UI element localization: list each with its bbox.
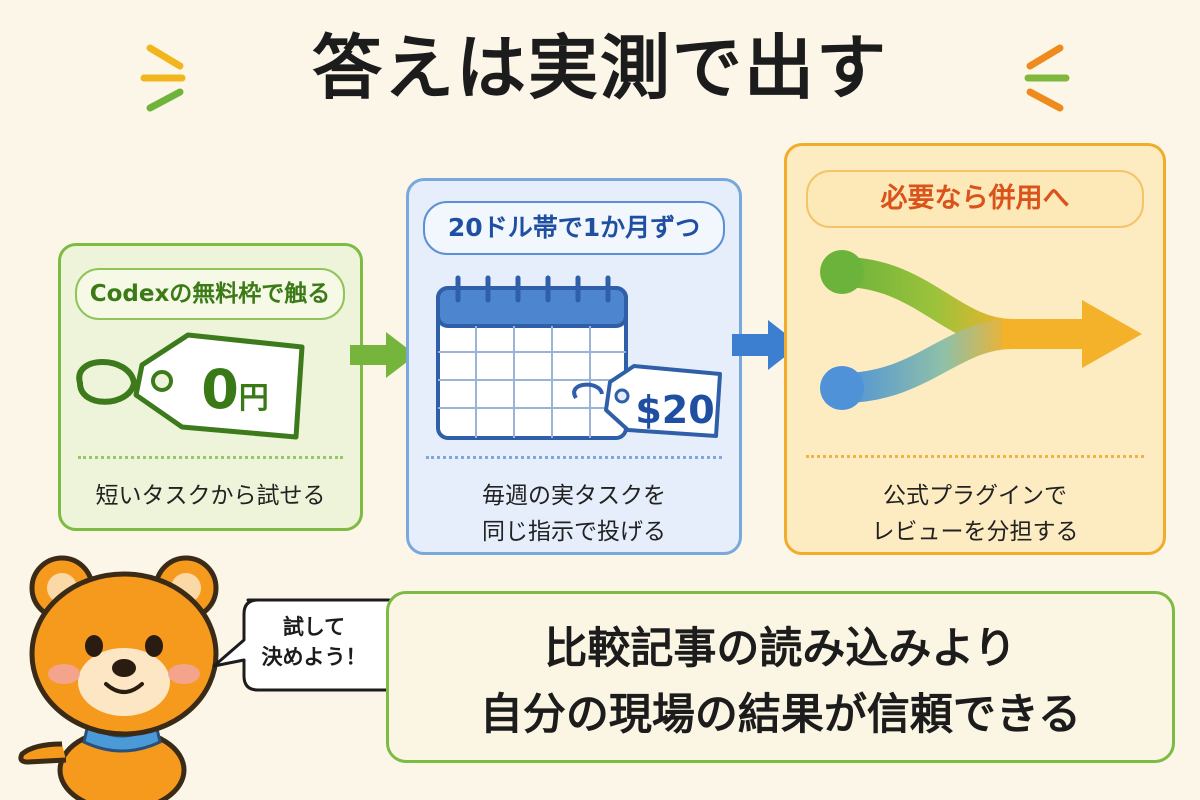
free-price-number: 0: [201, 358, 239, 421]
page-title: 答えは実測で出す: [312, 27, 888, 109]
bear-mascot: [18, 555, 219, 800]
conclusion-line-2: 自分の現場の結果が信頼できる: [479, 690, 1082, 740]
step-description-free-line: 短いタスクから試せる: [95, 483, 326, 509]
step-description-monthly-line-1: 毎週の実タスクを: [482, 483, 666, 509]
calendar-icon: [436, 275, 722, 440]
step-description-combined: 公式プラグインで レビューを分担する: [784, 478, 1166, 550]
free-price: 0円: [175, 358, 295, 421]
title-sparkle-left-icon: [140, 44, 186, 112]
step-label-combined: 必要なら併用へ: [806, 170, 1144, 228]
free-price-unit: 円: [238, 381, 269, 416]
monthly-price: $20: [635, 388, 715, 432]
step-description-free: 短いタスクから試せる: [58, 478, 363, 514]
step-description-combined-line-2: レビューを分担する: [871, 519, 1079, 545]
divider-combined: [806, 455, 1144, 458]
price-tag-icon: [76, 332, 305, 440]
speech-bubble-text: 試して 決めよう！: [234, 612, 394, 672]
step-label-monthly: 20ドル帯で1か月ずつ: [423, 201, 725, 255]
step-description-combined-line-1: 公式プラグインで: [883, 483, 1067, 509]
step-description-monthly-line-2: 同じ指示で投げる: [482, 519, 666, 545]
arrow-right-icon: [732, 320, 800, 370]
conclusion-box: [386, 591, 1175, 763]
divider-free: [78, 456, 343, 459]
arrow-right-icon: [350, 332, 416, 378]
step-label-free: Codexの無料枠で触る: [75, 268, 345, 320]
speech-bubble-line-2: 決めよう！: [261, 645, 367, 669]
divider-monthly: [426, 456, 722, 459]
speech-bubble-line-1: 試して: [282, 615, 346, 639]
conclusion-line-1: 比較記事の読み込みより: [544, 624, 1017, 674]
title-sparkle-right-icon: [1024, 44, 1070, 112]
step-description-monthly: 毎週の実タスクを 同じ指示で投げる: [406, 478, 742, 550]
merge-arrow-icon: [820, 250, 1142, 410]
